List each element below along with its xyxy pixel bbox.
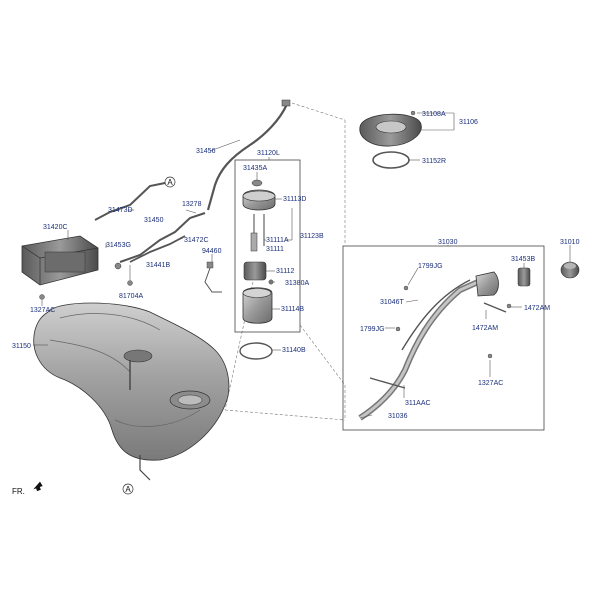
part-label-31010[interactable]: 31010	[560, 239, 580, 246]
part-label-31108a[interactable]: 31108A	[422, 111, 446, 118]
part-label-31380a[interactable]: 31380A	[285, 280, 309, 287]
part-label-31112[interactable]: 31112	[276, 268, 295, 275]
part-label-1327ac-right[interactable]: 1327AC	[478, 380, 503, 387]
filler-valve	[517, 267, 531, 287]
part-label-31030[interactable]: 31030	[438, 239, 458, 246]
part-label-31111a[interactable]: 31111A	[266, 237, 289, 244]
part-label-31152r[interactable]: 31152R	[422, 158, 446, 165]
part-label-31106[interactable]: 31106	[459, 119, 478, 126]
vapor-lines	[94, 182, 206, 270]
part-label-31113d[interactable]: 31113D	[283, 196, 306, 203]
fuel-feed-line	[206, 99, 291, 211]
part-label-31120l[interactable]: 31120L	[257, 150, 280, 157]
part-label-31111[interactable]: 31111	[266, 246, 284, 253]
part-label-31456[interactable]: 31456	[196, 148, 216, 155]
part-label-31435a[interactable]: 31435A	[243, 165, 267, 172]
pump-module-parts	[242, 179, 276, 324]
part-label-1799jg-left[interactable]: 1799JG	[360, 326, 385, 333]
part-label-31036[interactable]: 31036	[388, 413, 408, 420]
part-label-31123b[interactable]: 31123B	[300, 233, 324, 240]
reference-marker-a-top-label: A	[167, 178, 173, 187]
part-label-31450[interactable]: 31450	[144, 217, 164, 224]
part-label-13278[interactable]: 13278	[182, 201, 202, 208]
front-direction-label: FR.	[12, 487, 25, 496]
part-label-31046t[interactable]: 31046T	[380, 299, 404, 306]
fasteners	[39, 280, 512, 359]
part-label-1472am-right[interactable]: 1472AM	[524, 305, 550, 312]
fuel-tank	[33, 302, 230, 481]
part-label-31441b[interactable]: 31441B	[146, 262, 170, 269]
sensor-wire	[204, 261, 222, 293]
part-label-31453g[interactable]: 31453G	[106, 242, 131, 249]
fuel-cap	[560, 261, 580, 279]
arrow-left-down-icon	[33, 481, 43, 492]
part-label-311aac[interactable]: 311AAC	[405, 400, 431, 407]
pump-assembly-box	[234, 159, 301, 333]
leader-lines	[33, 112, 571, 419]
reference-marker-a-top: A	[164, 176, 176, 188]
reference-marker-a-bottom: A	[122, 483, 134, 495]
part-label-31150[interactable]: 31150	[12, 343, 31, 350]
part-label-31420c[interactable]: 31420C	[43, 224, 68, 231]
part-label-31140b[interactable]: 31140B	[282, 347, 306, 354]
reference-marker-a-bottom-label: A	[125, 485, 131, 494]
part-label-31473d[interactable]: 31473D	[108, 207, 133, 214]
o-ring	[239, 342, 273, 360]
part-label-31114b[interactable]: 31114B	[281, 306, 304, 313]
part-label-1327ac-left[interactable]: 1327AC	[30, 307, 55, 314]
filler-neck-assembly-box	[342, 245, 545, 431]
part-label-94460[interactable]: 94460	[202, 248, 222, 255]
part-label-1799jg-top[interactable]: 1799JG	[418, 263, 443, 270]
lock-ring-and-plate	[359, 110, 422, 169]
part-label-31472c[interactable]: 31472C	[184, 237, 209, 244]
part-label-1472am-low[interactable]: 1472AM	[472, 325, 498, 332]
charcoal-canister	[21, 235, 99, 286]
part-label-31453b[interactable]: 31453B	[511, 256, 535, 263]
filler-neck-pipe	[358, 271, 507, 421]
part-label-81704a[interactable]: 81704A	[119, 293, 143, 300]
